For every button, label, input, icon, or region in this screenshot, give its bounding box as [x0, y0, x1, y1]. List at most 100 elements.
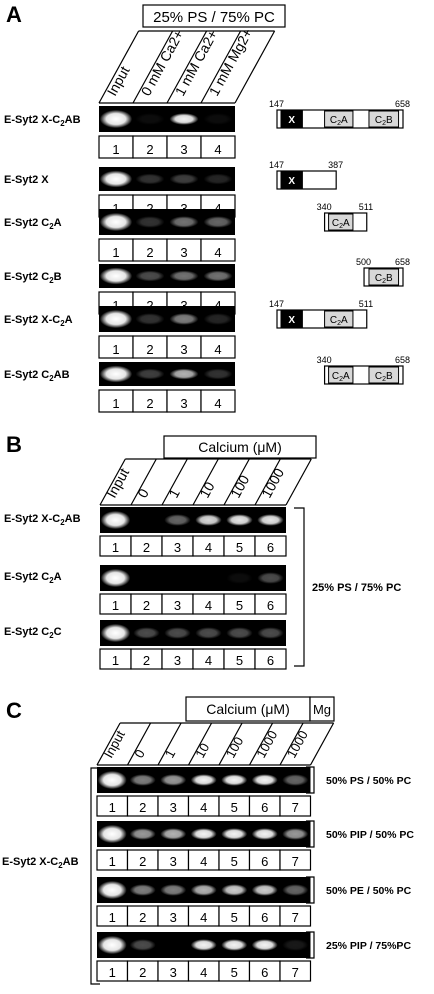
- gel-band: [135, 173, 165, 185]
- gel-band: [100, 623, 131, 643]
- gel-band: [164, 627, 191, 639]
- domain-segment-label: C2A: [332, 371, 350, 383]
- lane-number: 5: [236, 653, 243, 668]
- gel-band: [257, 627, 284, 639]
- lane-number: 3: [180, 342, 187, 357]
- domain-segment-label: C2A: [330, 315, 348, 327]
- gel-band: [99, 109, 133, 129]
- header-divider: [98, 30, 140, 104]
- gel-band: [282, 774, 309, 786]
- column-label: 100: [223, 734, 247, 760]
- panel-b-construct-label: E-Syt2 C2A: [4, 571, 62, 585]
- lane-number: 2: [139, 965, 146, 980]
- lane-number: 1: [112, 653, 119, 668]
- panel-letter-a: A: [6, 2, 22, 27]
- gel-band: [160, 828, 187, 840]
- gel-band: [221, 774, 248, 786]
- lane-number: 4: [200, 965, 207, 980]
- domain-segment: [280, 110, 303, 128]
- gel-band: [190, 828, 217, 840]
- gel-band: [195, 627, 222, 639]
- lane-number: 3: [170, 800, 177, 815]
- lane-number: 5: [236, 598, 243, 613]
- domain-end: 387: [328, 160, 343, 170]
- lane-number: 3: [174, 598, 181, 613]
- gel-band: [97, 770, 127, 790]
- gel-band: [251, 939, 278, 951]
- domain-segment-label: X: [288, 315, 295, 326]
- panel-a-construct-label: E-Syt2 C2A: [4, 217, 62, 231]
- panel-a-construct-label: E-Syt2 C2AB: [4, 369, 70, 383]
- panel-a-gel: [99, 306, 235, 332]
- gel-band: [135, 313, 165, 325]
- lane-number: 5: [231, 800, 238, 815]
- gel-band: [99, 309, 133, 329]
- domain-segment-label: C2B: [375, 115, 393, 127]
- header-divider: [254, 458, 281, 506]
- lane-number: 5: [231, 910, 238, 925]
- lane-number: 3: [180, 396, 187, 411]
- panel-b-side-label: 25% PS / 75% PC: [312, 582, 401, 594]
- gel-band: [190, 939, 217, 951]
- gel-band: [221, 828, 248, 840]
- lane-number-box: [254, 648, 287, 670]
- lane-number-box: [200, 389, 236, 413]
- gel-band: [203, 270, 233, 282]
- gel-band: [97, 935, 127, 955]
- gel-background: [100, 620, 286, 646]
- header-divider: [161, 458, 188, 506]
- gel-band: [97, 880, 127, 900]
- header-divider: [248, 722, 274, 766]
- domain-start: 147: [269, 99, 284, 109]
- header-divider: [285, 458, 312, 506]
- gel-band: [190, 774, 217, 786]
- gel-background: [100, 507, 286, 533]
- gel-band: [135, 216, 165, 228]
- lane-number: 4: [214, 142, 221, 157]
- panel-c-side-label: 50% PE / 50% PC: [326, 885, 412, 897]
- gel-band: [203, 113, 233, 125]
- domain-end: 658: [395, 99, 410, 109]
- gel-band: [100, 568, 131, 588]
- lane-number: 2: [146, 201, 153, 216]
- lane-number: 3: [170, 854, 177, 869]
- lane-number-box: [279, 960, 312, 982]
- domain-segment-label: C2A: [330, 115, 348, 127]
- gel-band: [164, 514, 191, 526]
- panel-c-row-bracket: [306, 766, 315, 794]
- domain-segment: [324, 310, 354, 328]
- header-divider: [132, 30, 174, 104]
- column-label: Input: [104, 63, 133, 98]
- header-divider: [200, 30, 242, 104]
- panel-a-construct-label: E-Syt2 X-C2AB: [4, 114, 81, 128]
- lane-number: 4: [205, 598, 212, 613]
- column-label: 1: [162, 747, 179, 761]
- gel-band: [169, 113, 199, 125]
- lane-number: 4: [214, 342, 221, 357]
- panel-c-side-label: 50% PIP / 50% PC: [326, 829, 414, 841]
- gel-band: [169, 270, 199, 282]
- lane-number: 1: [112, 298, 119, 313]
- panel-c-construct-label: E-Syt2 X-C2AB: [2, 856, 79, 870]
- gel-band: [97, 824, 127, 844]
- lane-number: 1: [112, 598, 119, 613]
- lane-number: 2: [139, 800, 146, 815]
- domain-start: 340: [317, 202, 332, 212]
- panel-c-gel: [97, 821, 311, 847]
- header-divider: [157, 722, 182, 766]
- lane-number: 2: [146, 396, 153, 411]
- lane-number: 2: [146, 245, 153, 260]
- lane-number-box: [200, 135, 236, 159]
- gel-background: [100, 565, 286, 591]
- lane-number: 2: [146, 342, 153, 357]
- lane-number: 3: [180, 298, 187, 313]
- column-label: 10: [192, 741, 212, 761]
